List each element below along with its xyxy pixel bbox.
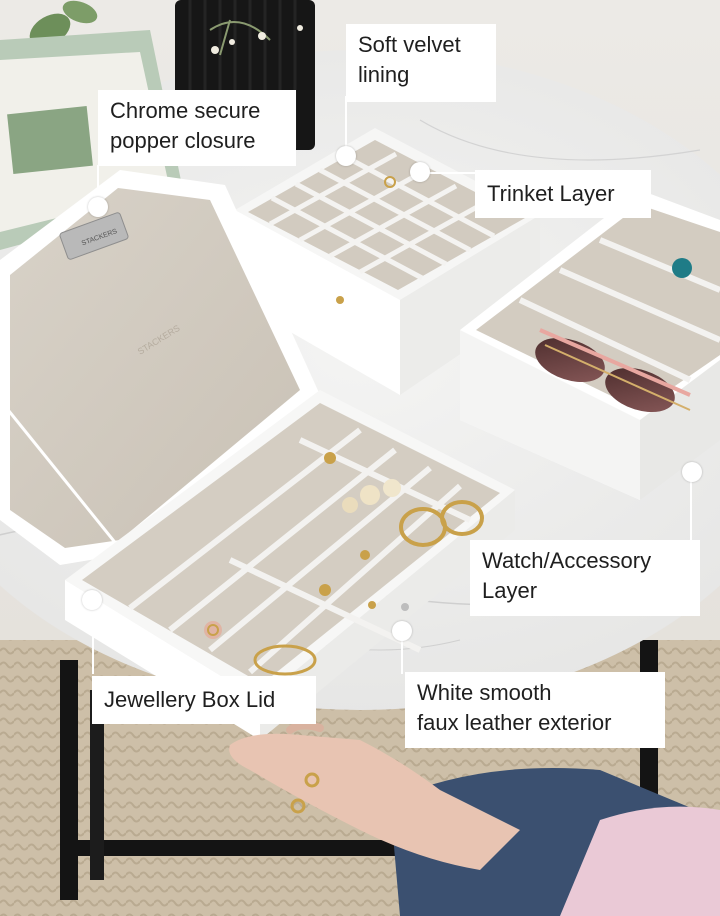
callout-watch-layer: Watch/Accessory Layer: [470, 540, 700, 616]
trinket-tray: [235, 128, 540, 395]
callout-box-lid: Jewellery Box Lid: [92, 676, 316, 724]
callout-exterior: White smooth faux leather exterior: [405, 672, 665, 748]
leader-line-velvet: [345, 96, 347, 154]
person: [229, 721, 720, 916]
leader-line-trinket: [420, 172, 476, 174]
leader-line-exterior: [401, 632, 403, 674]
jewellery-box: STACKERS STACKERS: [0, 170, 515, 740]
watch-tray: [460, 190, 720, 500]
callout-chrome-closure: Chrome secure popper closure: [98, 90, 296, 166]
marker-dot-watch: [682, 462, 702, 482]
callout-trinket-layer: Trinket Layer: [475, 170, 651, 218]
marker-dot-chrome: [88, 197, 108, 217]
leader-line-lid: [92, 602, 94, 674]
chrome-clasp: [59, 212, 129, 260]
marker-dot-trinket: [410, 162, 430, 182]
marker-dot-lid: [82, 590, 102, 610]
leader-line-watch: [690, 474, 692, 542]
jewellery-pieces: [204, 452, 484, 676]
sunglasses: [535, 328, 691, 413]
marker-dot-velvet: [336, 146, 356, 166]
leader-line-chrome: [97, 165, 99, 207]
callout-velvet-lining: Soft velvet lining: [346, 24, 496, 102]
marker-dot-exterior: [392, 621, 412, 641]
